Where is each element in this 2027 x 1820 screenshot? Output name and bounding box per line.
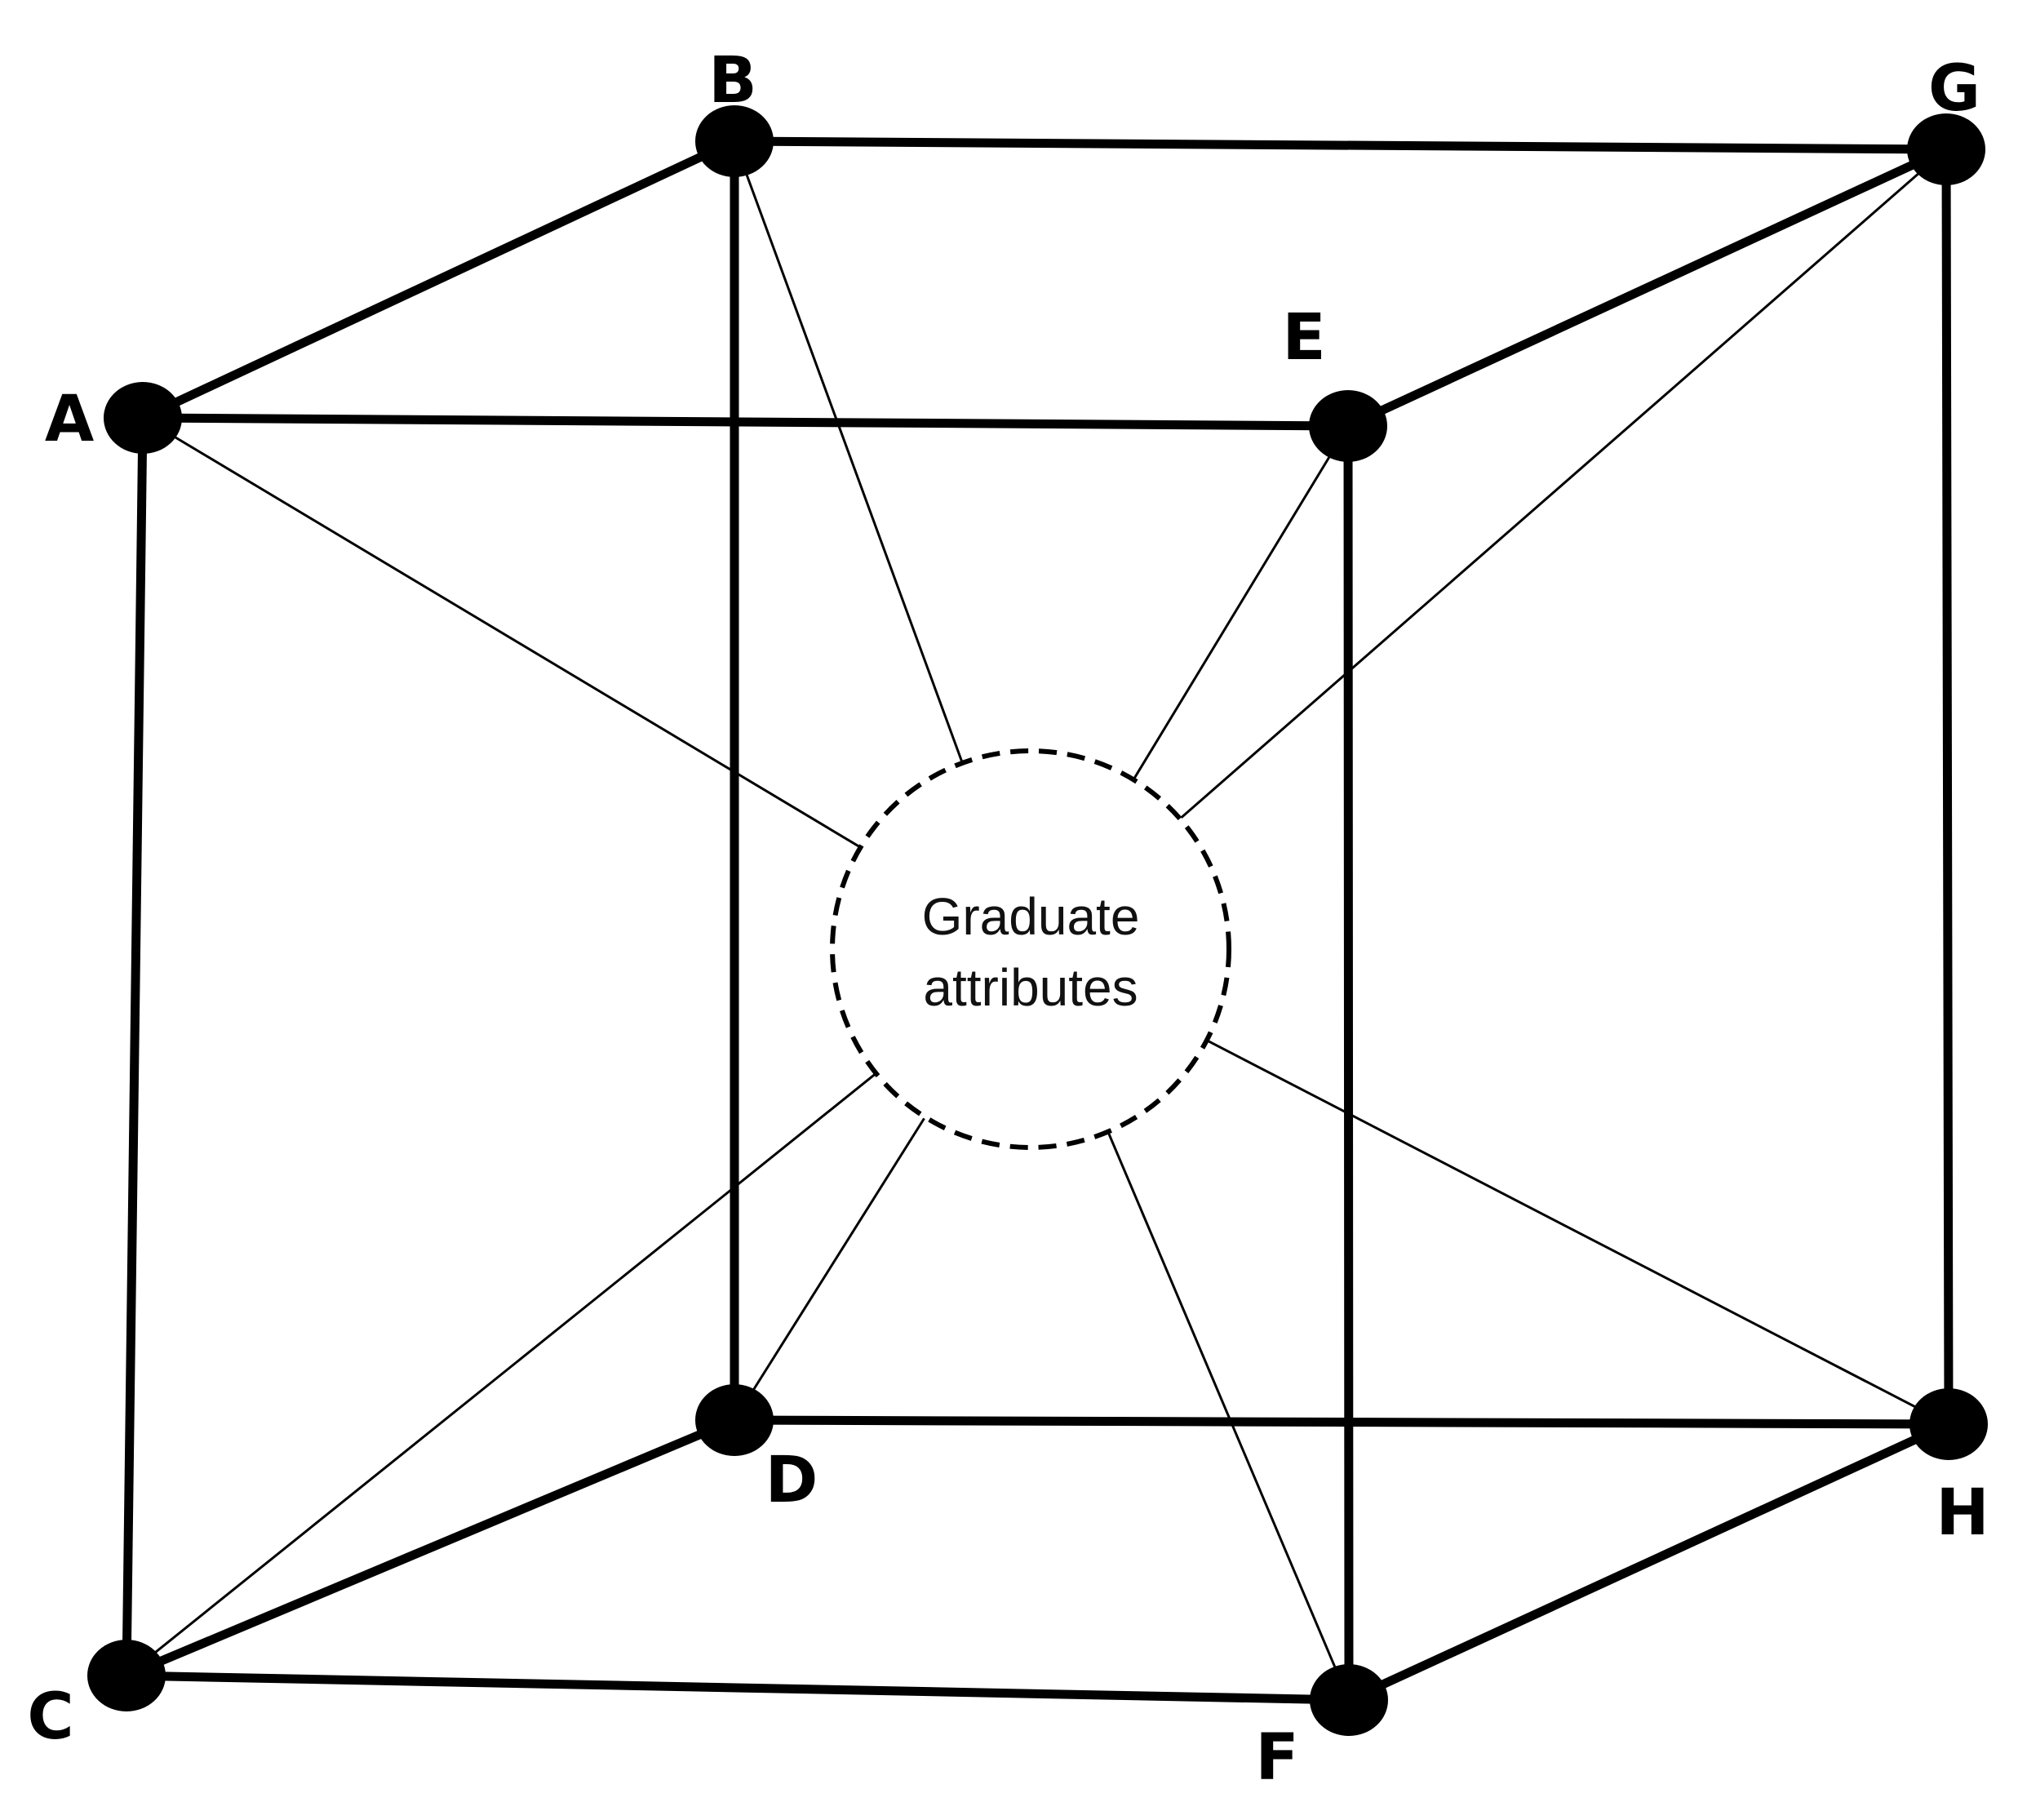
edge-A-B bbox=[138, 136, 739, 423]
label-E: E bbox=[1282, 301, 1325, 375]
edge-E-G bbox=[1343, 144, 1951, 431]
node-B bbox=[695, 105, 774, 177]
node-A bbox=[104, 382, 182, 454]
vertex-nodes bbox=[87, 105, 1988, 1736]
edge-E-F bbox=[1343, 421, 1354, 1705]
center-dashed-circle bbox=[830, 748, 1231, 1150]
edge-A-E bbox=[138, 413, 1353, 431]
node-D bbox=[695, 1384, 774, 1456]
label-F: F bbox=[1255, 1721, 1298, 1795]
spokes bbox=[126, 140, 1949, 1701]
center-label-line-1: Graduate bbox=[922, 887, 1140, 946]
vertex-labels: A B E G C D F H bbox=[27, 44, 1989, 1795]
spoke-D bbox=[733, 1117, 925, 1421]
spoke-G bbox=[1180, 148, 1947, 819]
label-B: B bbox=[708, 44, 756, 118]
edge-C-D bbox=[122, 1415, 739, 1680]
spoke-F bbox=[1107, 1132, 1351, 1701]
edge-B-G bbox=[730, 136, 1951, 154]
label-A: A bbox=[45, 383, 94, 456]
spoke-E bbox=[1133, 425, 1350, 779]
spoke-C bbox=[126, 1073, 876, 1677]
edge-A-C bbox=[122, 413, 148, 1680]
edge-D-H bbox=[730, 1415, 1954, 1429]
label-C: C bbox=[27, 1680, 73, 1754]
spoke-B bbox=[733, 140, 964, 762]
cube-edges bbox=[122, 136, 1954, 1705]
edge-C-F bbox=[122, 1671, 1354, 1705]
label-G: G bbox=[1928, 52, 1980, 126]
label-H: H bbox=[1936, 1476, 1989, 1550]
node-F bbox=[1310, 1664, 1388, 1736]
center-label-line-2: attributes bbox=[923, 958, 1138, 1017]
spoke-H bbox=[1207, 1040, 1949, 1426]
edge-G-H bbox=[1941, 144, 1954, 1429]
center-node: Graduate attributes bbox=[830, 748, 1231, 1150]
edge-F-H bbox=[1344, 1419, 1954, 1705]
spoke-A bbox=[142, 416, 860, 848]
label-D: D bbox=[765, 1444, 818, 1517]
node-C bbox=[87, 1640, 166, 1711]
node-H bbox=[1909, 1388, 1988, 1460]
node-E bbox=[1309, 390, 1387, 462]
node-G bbox=[1907, 113, 1985, 185]
